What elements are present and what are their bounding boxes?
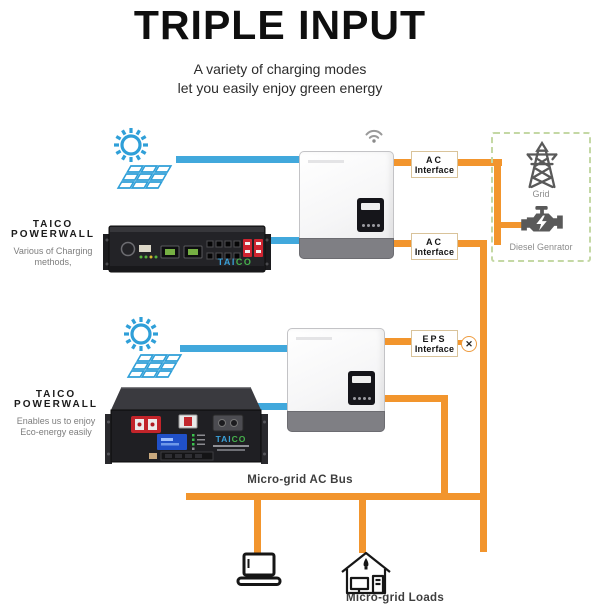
- subtitle-line2: let you easily enjoy green energy: [177, 80, 383, 96]
- battery2-dc-line: [254, 403, 288, 410]
- pv-array-1-icon: [114, 128, 173, 189]
- pv1-dc-line: [176, 156, 302, 163]
- eps-blocked-icon: ✕: [461, 336, 477, 352]
- powerwall-1-desc-line2: methods,: [34, 256, 72, 267]
- microgrid-loads-label: Micro-grid Loads: [345, 592, 445, 604]
- ac-interface-2-line2: Interface: [414, 246, 455, 257]
- powerwall-battery-1: TAICO: [103, 225, 271, 273]
- eps-interface-line2: Interface: [414, 343, 455, 354]
- ac-interface-1-line2: Interface: [414, 164, 455, 175]
- grid-vertical-line: [494, 159, 501, 245]
- battery-2-logo: TAICO: [216, 434, 247, 444]
- microgrid-bus-line: [186, 493, 487, 500]
- inverter-1-screen: [361, 203, 380, 210]
- powerwall-battery-2: TAICO: [105, 387, 268, 464]
- powerwall-1-name-line2: POWERWALL: [11, 229, 95, 240]
- ac1-line-right: [457, 159, 502, 166]
- ac2-line-left: [392, 240, 412, 247]
- inverter-2-model-mark: [296, 337, 332, 340]
- house-drop-line: [359, 493, 366, 553]
- ac-interface-2-line1: AC: [426, 236, 443, 247]
- house-loads-icon: [341, 551, 391, 595]
- eps-interface-box: EPS Interface: [411, 330, 458, 357]
- wifi-icon: [365, 129, 383, 143]
- diesel-stub-line: [499, 222, 523, 228]
- main-vertical-line: [480, 240, 487, 552]
- ac-interface-2-box: AC Interface: [411, 233, 458, 260]
- powerwall-1-label: TAICO POWERWALL Various of Charging meth…: [0, 220, 106, 267]
- powerwall-2-name-line2: POWERWALL: [14, 399, 98, 410]
- inverter-2-base: [287, 411, 385, 432]
- diesel-engine-icon: [521, 206, 563, 232]
- pv-array-2-icon: [124, 317, 183, 378]
- powerwall-2-desc-line1: Enables us to enjoy: [16, 416, 96, 426]
- inverter-2-display: [348, 371, 375, 405]
- header: TRIPLE INPUT A variety of charging modes…: [0, 0, 560, 98]
- diesel-generator-label: Diesel Genrator: [509, 242, 573, 252]
- laptop-drop-line: [254, 493, 261, 553]
- pv2-dc-line: [180, 345, 290, 352]
- powerwall-1-name-line1: TAICO: [32, 219, 74, 230]
- inverter-2-buttons: [353, 397, 356, 400]
- page-title: TRIPLE INPUT: [133, 2, 427, 48]
- inverter-2-screen: [352, 376, 371, 383]
- laptop-icon: [236, 552, 282, 586]
- battery-1-logo: TAICO: [218, 257, 253, 267]
- inverter-2: [287, 328, 385, 432]
- inverter-1: [299, 151, 394, 259]
- inverter2-ac-out-v: [441, 395, 448, 500]
- subtitle: A variety of charging modes let you easi…: [0, 60, 560, 98]
- powerwall-2-label: TAICO POWERWALL Enables us to enjoy Eco-…: [2, 390, 110, 437]
- powerwall-2-name-line1: TAICO: [35, 389, 77, 400]
- ac-interface-1-line1: AC: [426, 154, 443, 165]
- ac1-line-left: [392, 159, 412, 166]
- eps-blocked-symbol: ✕: [465, 338, 473, 349]
- inverter-1-buttons: [362, 224, 365, 227]
- inverter2-ac-out-h: [383, 395, 448, 402]
- eps-line-left: [383, 338, 411, 345]
- inverter-1-display: [357, 198, 384, 232]
- subtitle-line1: A variety of charging modes: [193, 61, 367, 77]
- powerwall-2-desc-line2: Eco-energy easily: [20, 426, 92, 437]
- battery1-dc-line: [268, 237, 302, 244]
- eps-interface-line1: EPS: [422, 333, 447, 344]
- inverter-1-model-mark: [308, 160, 344, 163]
- grid-tower-icon: [526, 141, 558, 189]
- ac-interface-1-box: AC Interface: [411, 151, 458, 178]
- inverter-1-base: [299, 238, 394, 259]
- grid-label: Grid: [532, 189, 550, 199]
- microgrid-bus-label: Micro-grid AC Bus: [247, 474, 353, 486]
- grid-source-panel: Grid Diesel Genrator: [491, 132, 591, 262]
- eps-line-stub: [457, 340, 462, 345]
- ac2-line-right: [457, 240, 487, 247]
- powerwall-1-desc-line1: Various of Charging: [13, 246, 93, 256]
